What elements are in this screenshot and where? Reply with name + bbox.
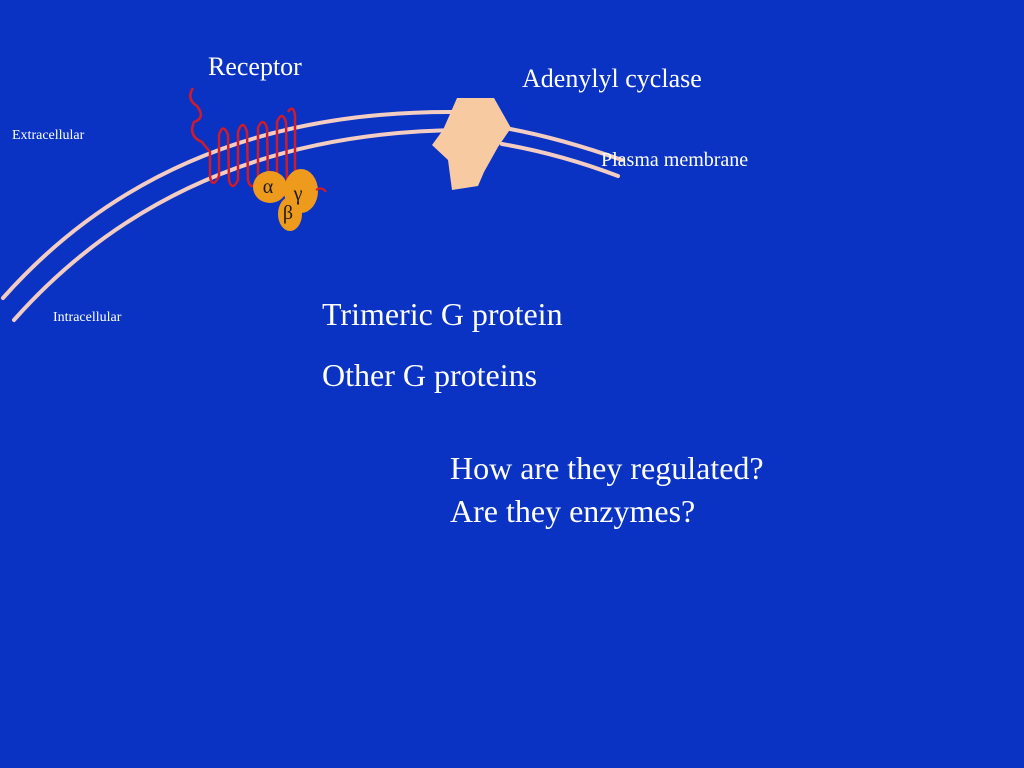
receptor-icon (189, 87, 297, 188)
trimeric-g-protein-text: Trimeric G protein (322, 296, 563, 332)
receptor-label: Receptor (208, 52, 302, 81)
membrane-outer-line (1, 109, 457, 300)
membrane-inner-line (12, 128, 462, 322)
question-enzymes: Are they enzymes? (450, 493, 696, 529)
question-regulated: How are they regulated? (450, 450, 764, 486)
extracellular-label: Extracellular (12, 128, 85, 143)
beta-label: β (283, 202, 293, 224)
adenylyl-cyclase-label: Adenylyl cyclase (522, 64, 702, 93)
adenylyl-cyclase-icon (432, 98, 511, 190)
other-g-proteins-text: Other G proteins (322, 357, 538, 393)
g-protein-icon: α γ β (253, 169, 327, 231)
alpha-label: α (263, 176, 274, 198)
gamma-label: γ (293, 183, 303, 205)
membrane-outer-line-right (503, 126, 624, 162)
g-beta-subunit (278, 197, 302, 231)
intracellular-label: Intracellular (53, 310, 122, 325)
g-gamma-tail (315, 187, 327, 193)
g-alpha-subunit (253, 171, 287, 203)
plasma-membrane-label: Plasma membrane (601, 149, 749, 171)
membrane-inner-line-right (500, 142, 620, 178)
